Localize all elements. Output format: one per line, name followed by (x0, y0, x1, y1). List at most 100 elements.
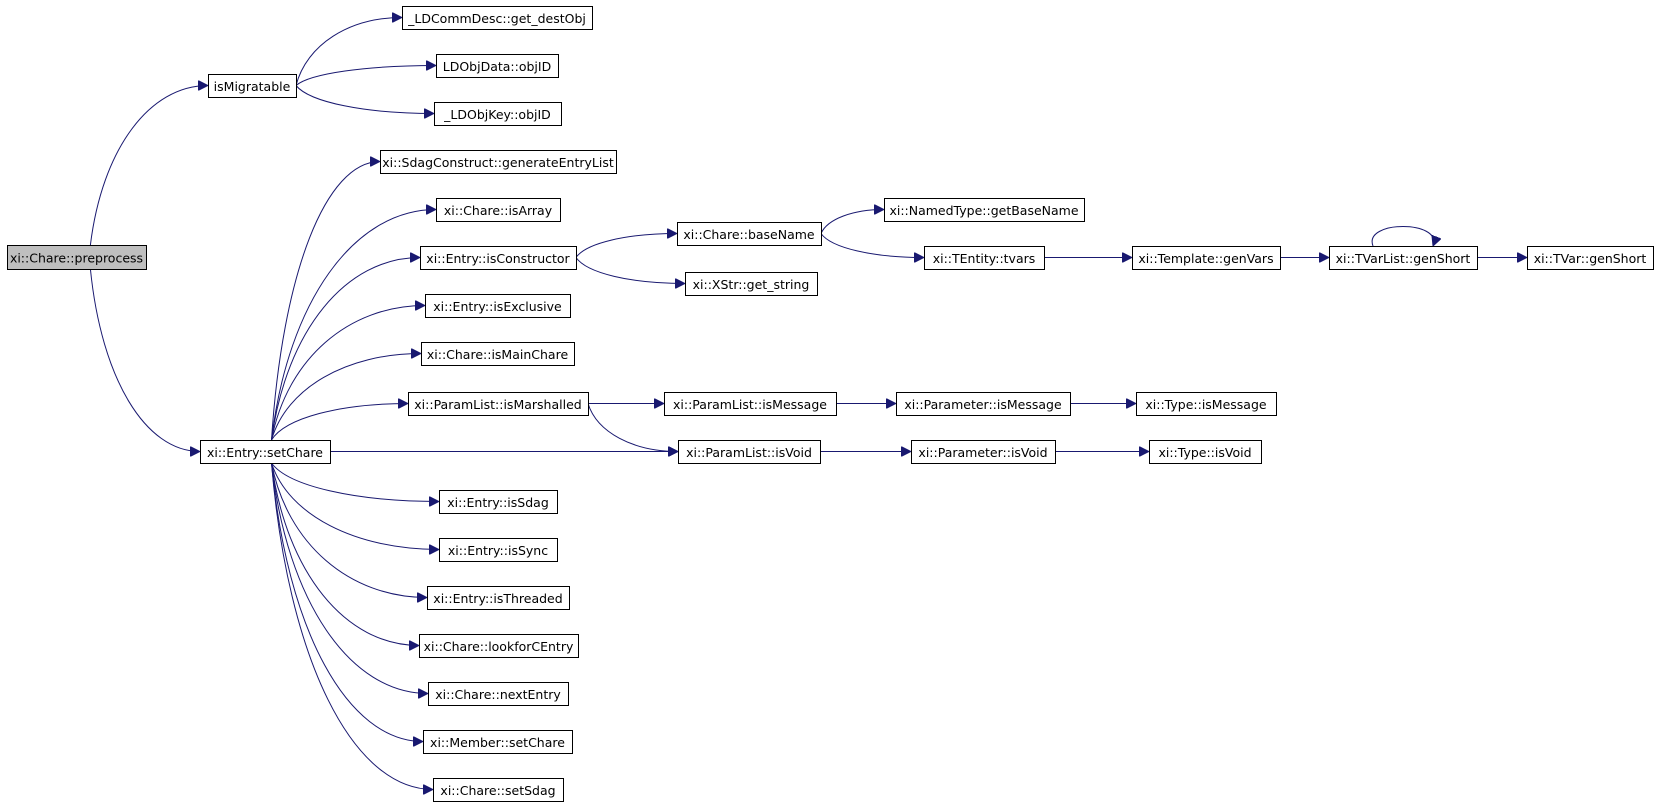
node-box[interactable] (1132, 246, 1281, 270)
node-box[interactable] (425, 294, 571, 318)
node-label: xi::Parameter::isMessage (904, 397, 1062, 412)
node-preprocess[interactable]: xi::Chare::preprocess (7, 245, 147, 270)
node-setchare[interactable]: xi::Entry::setChare (200, 440, 331, 464)
edge-isconstructor-to-basename (575, 234, 677, 258)
node-tvargenshort[interactable]: xi::TVar::genShort (1527, 246, 1654, 270)
node-ismainchare[interactable]: xi::Chare::isMainChare (421, 342, 575, 366)
node-label: isMigratable (214, 79, 291, 94)
node-typeisvoid[interactable]: xi::Type::isVoid (1149, 440, 1262, 464)
node-label: _LDCommDesc::get_destObj (407, 11, 586, 26)
node-paramlistisvoid[interactable]: xi::ParamList::isVoid (678, 440, 821, 464)
node-box[interactable] (380, 150, 617, 174)
node-isthreaded[interactable]: xi::Entry::isThreaded (427, 586, 570, 610)
node-objdataobjid[interactable]: LDObjData::objID (436, 54, 559, 78)
node-label: xi::ParamList::isMarshalled (414, 397, 581, 412)
edge-setchare-to-isexclusive (271, 306, 426, 441)
node-box[interactable] (436, 54, 559, 78)
edge-setchare-to-issdag (271, 462, 440, 502)
edge-setchare-to-isthreaded (271, 462, 428, 598)
edge-ismigratable-to-getdestobj (295, 18, 402, 86)
node-basename[interactable]: xi::Chare::baseName (677, 222, 822, 246)
node-box[interactable] (208, 74, 297, 98)
node-isexclusive[interactable]: xi::Entry::isExclusive (425, 294, 571, 318)
node-isarray[interactable]: xi::Chare::isArray (436, 198, 561, 222)
node-parameterisvoid[interactable]: xi::Parameter::isVoid (911, 440, 1056, 464)
edge-setchare-to-nextentry (271, 462, 429, 694)
node-generateentrylist[interactable]: xi::SdagConstruct::generateEntryList (380, 150, 617, 174)
edge-setchare-to-setsdag (271, 462, 434, 790)
node-isconstructor[interactable]: xi::Entry::isConstructor (420, 246, 577, 270)
node-label: xi::Chare::baseName (683, 227, 815, 242)
node-box[interactable] (677, 222, 822, 246)
node-label: xi::ParamList::isVoid (686, 445, 812, 460)
node-label: xi::NamedType::getBaseName (889, 203, 1078, 218)
edge-isconstructor-to-getstring (575, 257, 685, 284)
node-issync[interactable]: xi::Entry::isSync (439, 538, 558, 562)
node-box[interactable] (7, 245, 147, 270)
edge-setchare-to-membersetchare (271, 462, 424, 742)
node-getdestobj[interactable]: _LDCommDesc::get_destObj (402, 6, 593, 30)
node-box[interactable] (896, 392, 1071, 416)
node-label: xi::ParamList::isMessage (673, 397, 827, 412)
edge-basename-to-getbasename (820, 210, 884, 234)
node-layer: xi::Chare::preprocess isMigratable _LDComm… (7, 6, 1654, 802)
node-ismarshalled[interactable]: xi::ParamList::isMarshalled (408, 392, 589, 416)
node-box[interactable] (428, 682, 569, 706)
node-paramlistismessage[interactable]: xi::ParamList::isMessage (664, 392, 837, 416)
node-label: xi::Template::genVars (1138, 251, 1273, 266)
node-label: xi::Chare::lookforCEntry (424, 639, 574, 654)
node-box[interactable] (884, 198, 1085, 222)
node-box[interactable] (420, 246, 577, 270)
node-ismigratable[interactable]: isMigratable (208, 74, 297, 98)
node-tvarlistgenshort[interactable]: xi::TVarList::genShort (1329, 246, 1478, 270)
node-box[interactable] (924, 246, 1045, 270)
edge-setchare-to-ismainchare (271, 354, 422, 441)
node-issdag[interactable]: xi::Entry::isSdag (439, 490, 558, 514)
node-label: xi::Entry::isThreaded (433, 591, 562, 606)
node-label: xi::Entry::isExclusive (433, 299, 562, 314)
node-box[interactable] (421, 342, 575, 366)
node-box[interactable] (419, 634, 579, 658)
node-box[interactable] (436, 198, 561, 222)
edge-preprocess-to-ismigratable (89, 86, 208, 246)
node-box[interactable] (427, 586, 570, 610)
node-typeismessage[interactable]: xi::Type::isMessage (1136, 392, 1277, 416)
node-box[interactable] (433, 778, 564, 802)
node-box[interactable] (911, 440, 1056, 464)
node-box[interactable] (1149, 440, 1262, 464)
node-box[interactable] (439, 538, 558, 562)
edge-basename-to-tvars (820, 233, 924, 258)
node-box[interactable] (402, 6, 593, 30)
node-label: xi::Chare::setSdag (440, 783, 555, 798)
node-parameterismessage[interactable]: xi::Parameter::isMessage (896, 392, 1071, 416)
node-box[interactable] (200, 440, 331, 464)
edge-setchare-to-generateentrylist (271, 162, 381, 441)
node-tvars[interactable]: xi::TEntity::tvars (924, 246, 1045, 270)
node-membersetchare[interactable]: xi::Member::setChare (423, 730, 573, 754)
node-label: xi::TVarList::genShort (1336, 251, 1471, 266)
node-box[interactable] (408, 392, 589, 416)
node-label: xi::Type::isVoid (1158, 445, 1251, 460)
node-box[interactable] (439, 490, 558, 514)
node-lookforcentry[interactable]: xi::Chare::lookforCEntry (419, 634, 579, 658)
node-objkeyobjid[interactable]: _LDObjKey::objID (434, 102, 562, 126)
edge-ismigratable-to-objdataobjid (295, 66, 436, 86)
node-setsdag[interactable]: xi::Chare::setSdag (433, 778, 564, 802)
node-box[interactable] (1329, 246, 1478, 270)
node-box[interactable] (678, 440, 821, 464)
node-box[interactable] (685, 272, 818, 296)
node-box[interactable] (1527, 246, 1654, 270)
node-getstring[interactable]: xi::XStr::get_string (685, 272, 818, 296)
node-getbasename[interactable]: xi::NamedType::getBaseName (884, 198, 1085, 222)
node-label: _LDObjKey::objID (443, 107, 551, 122)
node-box[interactable] (664, 392, 837, 416)
node-box[interactable] (423, 730, 573, 754)
node-box[interactable] (1136, 392, 1277, 416)
node-nextentry[interactable]: xi::Chare::nextEntry (428, 682, 569, 706)
node-label: xi::Chare::isMainChare (427, 347, 569, 362)
node-label: xi::Type::isMessage (1145, 397, 1267, 412)
edge-preprocess-to-setchare (89, 268, 200, 452)
node-genvars[interactable]: xi::Template::genVars (1132, 246, 1281, 270)
node-label: xi::XStr::get_string (693, 277, 810, 292)
node-box[interactable] (434, 102, 562, 126)
